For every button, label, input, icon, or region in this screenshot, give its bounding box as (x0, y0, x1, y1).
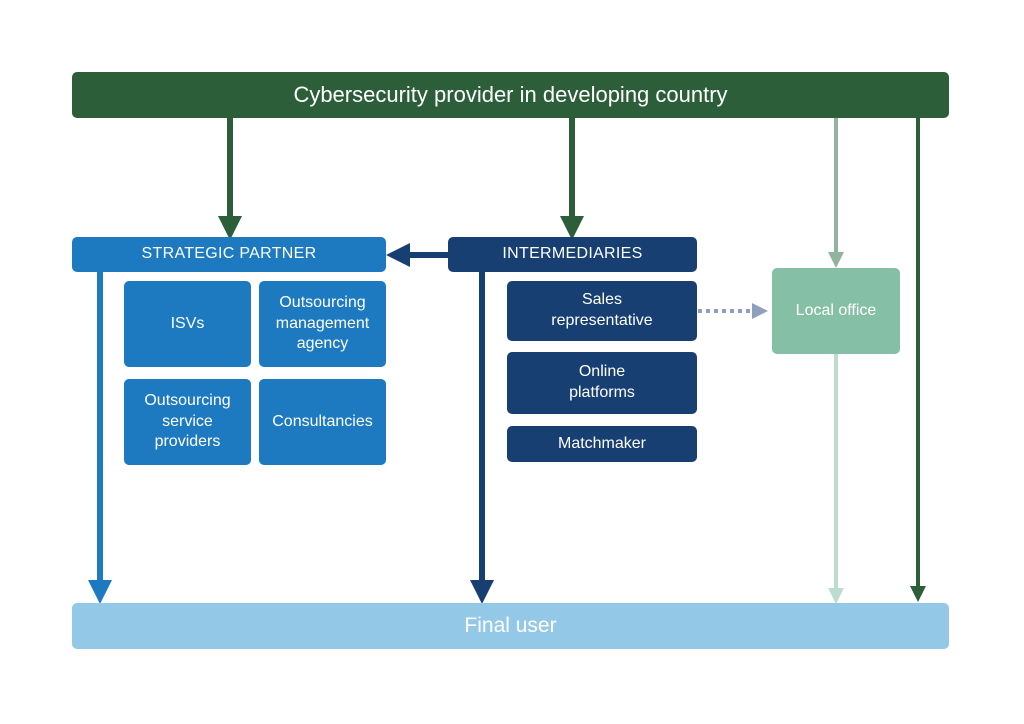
strategic-item-isvs: ISVs (124, 281, 251, 367)
intermediary-item-label: Matchmaker (557, 434, 647, 452)
strategic-item-consultancies: Consultancies (259, 379, 386, 465)
strategic-item-label: Consultancies (272, 412, 373, 430)
strategic-item-outsourcing-management-agency: Outsourcing management agency (259, 281, 386, 367)
provider-label: Cybersecurity provider in developing cou… (293, 81, 728, 107)
final-user-label: Final user (464, 614, 557, 638)
strategic-partner-header: STRATEGIC PARTNER (72, 237, 386, 272)
local-office-box: Local office (772, 268, 900, 354)
strategic-item-outsourcing-service-providers: Outsourcing service providers (124, 379, 251, 465)
intermediary-item-online-platforms: Online platforms (507, 352, 697, 414)
intermediary-item-label: Sales representative (551, 291, 653, 329)
intermediaries-label: INTERMEDIARIES (502, 245, 643, 263)
intermediary-item-matchmaker: Matchmaker (507, 426, 697, 462)
local-office-label: Local office (795, 301, 877, 319)
strategic-partner-label: STRATEGIC PARTNER (141, 245, 317, 263)
intermediaries-header: INTERMEDIARIES (448, 237, 697, 272)
strategic-item-label: ISVs (170, 314, 205, 332)
intermediary-item-sales-representative: Sales representative (507, 281, 697, 341)
provider-bar: Cybersecurity provider in developing cou… (72, 72, 949, 118)
intermediary-item-label: Online platforms (569, 363, 635, 401)
strategic-item-label: Outsourcing service providers (144, 391, 231, 451)
strategic-item-label: Outsourcing management agency (275, 293, 370, 353)
final-user-bar: Final user (72, 603, 949, 649)
